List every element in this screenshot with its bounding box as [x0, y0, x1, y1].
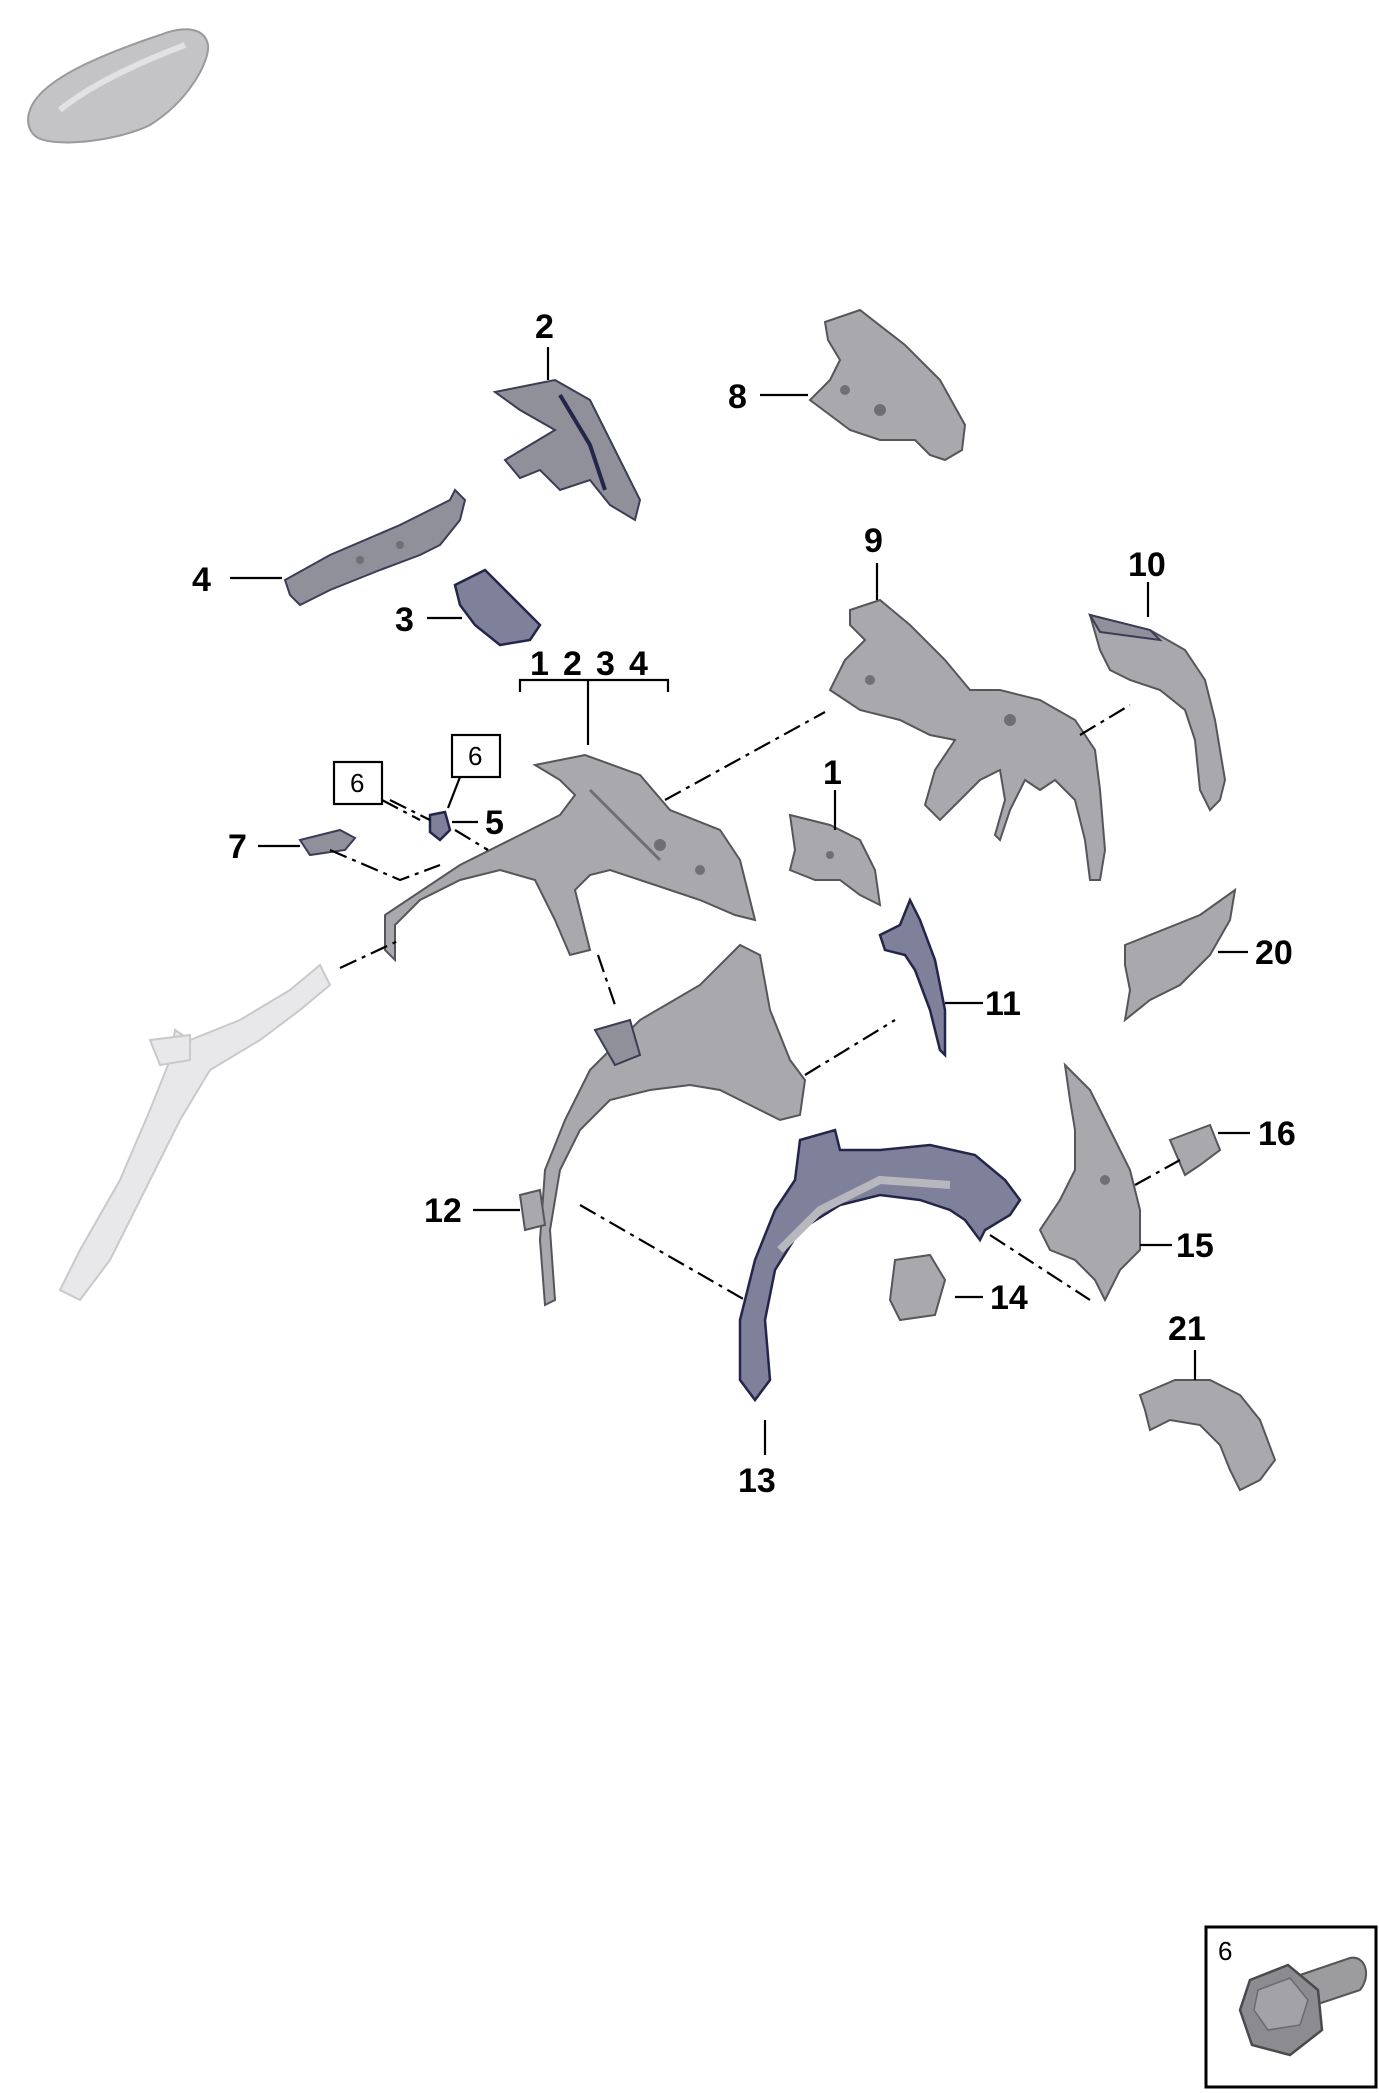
label-12: 12	[424, 1192, 462, 1230]
label-5: 5	[485, 804, 504, 842]
label-20: 20	[1255, 934, 1293, 972]
detail-box-6: 6	[1204, 1925, 1378, 2089]
svg-text:1: 1	[530, 645, 549, 683]
label-21: 21	[1168, 1310, 1206, 1348]
part-10-outer-panel	[1087, 613, 1227, 812]
part-11-pillar	[878, 896, 947, 1059]
group-bracket	[518, 678, 670, 745]
svg-text:2: 2	[563, 645, 582, 683]
group-label-1-2-3-4: 1 2 3 4	[530, 645, 648, 683]
label-4: 4	[192, 561, 211, 599]
ghost-pillar-reference	[58, 963, 332, 1302]
assembly-lines	[329, 704, 1181, 1301]
svg-text:6: 6	[468, 741, 482, 771]
part-16-gusset	[1168, 1123, 1222, 1177]
label-8: 8	[728, 378, 747, 416]
part-9-side-panel	[828, 598, 1107, 881]
vehicle-thumbnail-icon	[27, 28, 210, 144]
part-2-pillar-reinforcement	[492, 378, 642, 522]
part-assembly-1-2-3-4	[384, 753, 757, 963]
label-16: 16	[1258, 1115, 1296, 1153]
label-7: 7	[228, 828, 247, 866]
part-1-panel	[788, 813, 882, 907]
label-10: 10	[1128, 546, 1166, 584]
label-11: 11	[985, 985, 1021, 1023]
detail-box-number: 6	[1218, 1936, 1232, 1966]
svg-text:3: 3	[596, 645, 615, 683]
part-14-bracket	[888, 1253, 947, 1322]
part-20-cover	[1123, 887, 1237, 1023]
part-15-rear-panel	[1038, 1062, 1141, 1303]
part-4-rail	[283, 488, 467, 607]
label-15: 15	[1176, 1227, 1214, 1265]
label-3: 3	[395, 601, 414, 639]
part-13-wheel-arch	[738, 1128, 1022, 1403]
part-8-panel	[808, 308, 967, 462]
label-14: 14	[990, 1279, 1028, 1317]
part-7-clip	[298, 828, 357, 857]
part-5-nut	[428, 810, 452, 842]
boxed-ref-6-right: 6	[446, 733, 502, 809]
part-21-liner	[1138, 1379, 1277, 1492]
part-12-wheelhouse-inner	[518, 943, 807, 1307]
label-2: 2	[535, 308, 554, 346]
label-9: 9	[864, 522, 883, 560]
svg-text:4: 4	[629, 645, 648, 683]
boxed-ref-6-left: 6	[332, 760, 421, 821]
svg-text:6: 6	[350, 768, 364, 798]
bolt-icon	[1238, 1956, 1368, 2057]
label-13: 13	[738, 1462, 776, 1500]
label-1: 1	[823, 754, 842, 792]
part-3-bracket	[453, 568, 542, 647]
